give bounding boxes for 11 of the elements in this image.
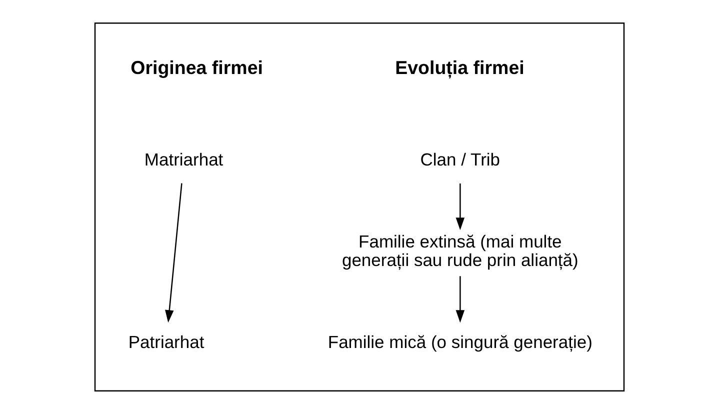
arrow — [456, 183, 465, 230]
node-text: Clan / Trib — [420, 149, 500, 170]
label: Originea firmei — [130, 56, 263, 78]
node-text: Matriarhat — [144, 149, 224, 170]
node-text: Familie extinsă (mai multe generații sau rude prin alianță) — [342, 231, 578, 270]
arrow — [165, 183, 182, 323]
cluster — [94, 22, 625, 392]
arrow — [456, 276, 465, 323]
label: Evoluția firmei — [395, 56, 524, 78]
node-text: Patriarhat — [128, 332, 204, 352]
node-text: Familie mică (o singură generație) — [328, 332, 592, 352]
